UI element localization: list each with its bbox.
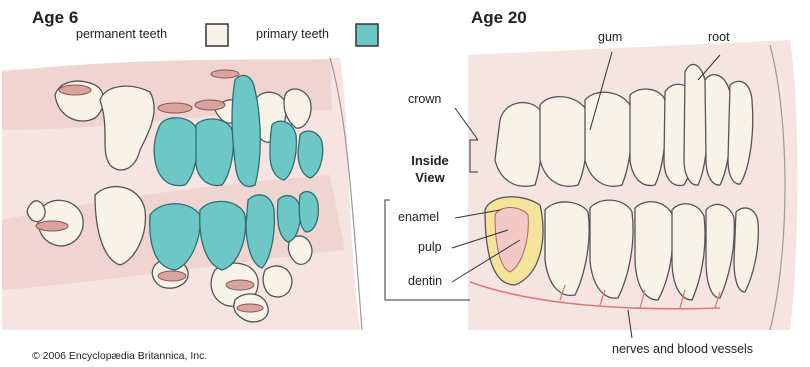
legend-label-primary: primary teeth <box>256 27 329 41</box>
gum-label: gum <box>598 30 622 44</box>
legend-swatch-permanent <box>206 24 228 46</box>
root-label: root <box>708 30 730 44</box>
inside-view-line2: View <box>400 169 460 186</box>
age6-jaw <box>2 58 362 330</box>
nerves-label: nerves and blood vessels <box>612 342 753 356</box>
crown-label: crown <box>408 92 441 106</box>
legend-label-permanent: permanent teeth <box>76 27 167 41</box>
inside-view-label: Inside View <box>400 152 460 186</box>
age6-title: Age 6 <box>32 8 78 28</box>
dentin-label: dentin <box>408 274 442 288</box>
enamel-label: enamel <box>398 210 439 224</box>
inside-view-line1: Inside <box>400 152 460 169</box>
age20-jaw <box>468 40 798 330</box>
pulp-label: pulp <box>418 240 442 254</box>
age20-title: Age 20 <box>471 8 527 28</box>
legend-swatch-primary <box>356 24 378 46</box>
copyright-text: © 2006 Encyclopædia Britannica, Inc. <box>32 350 207 362</box>
